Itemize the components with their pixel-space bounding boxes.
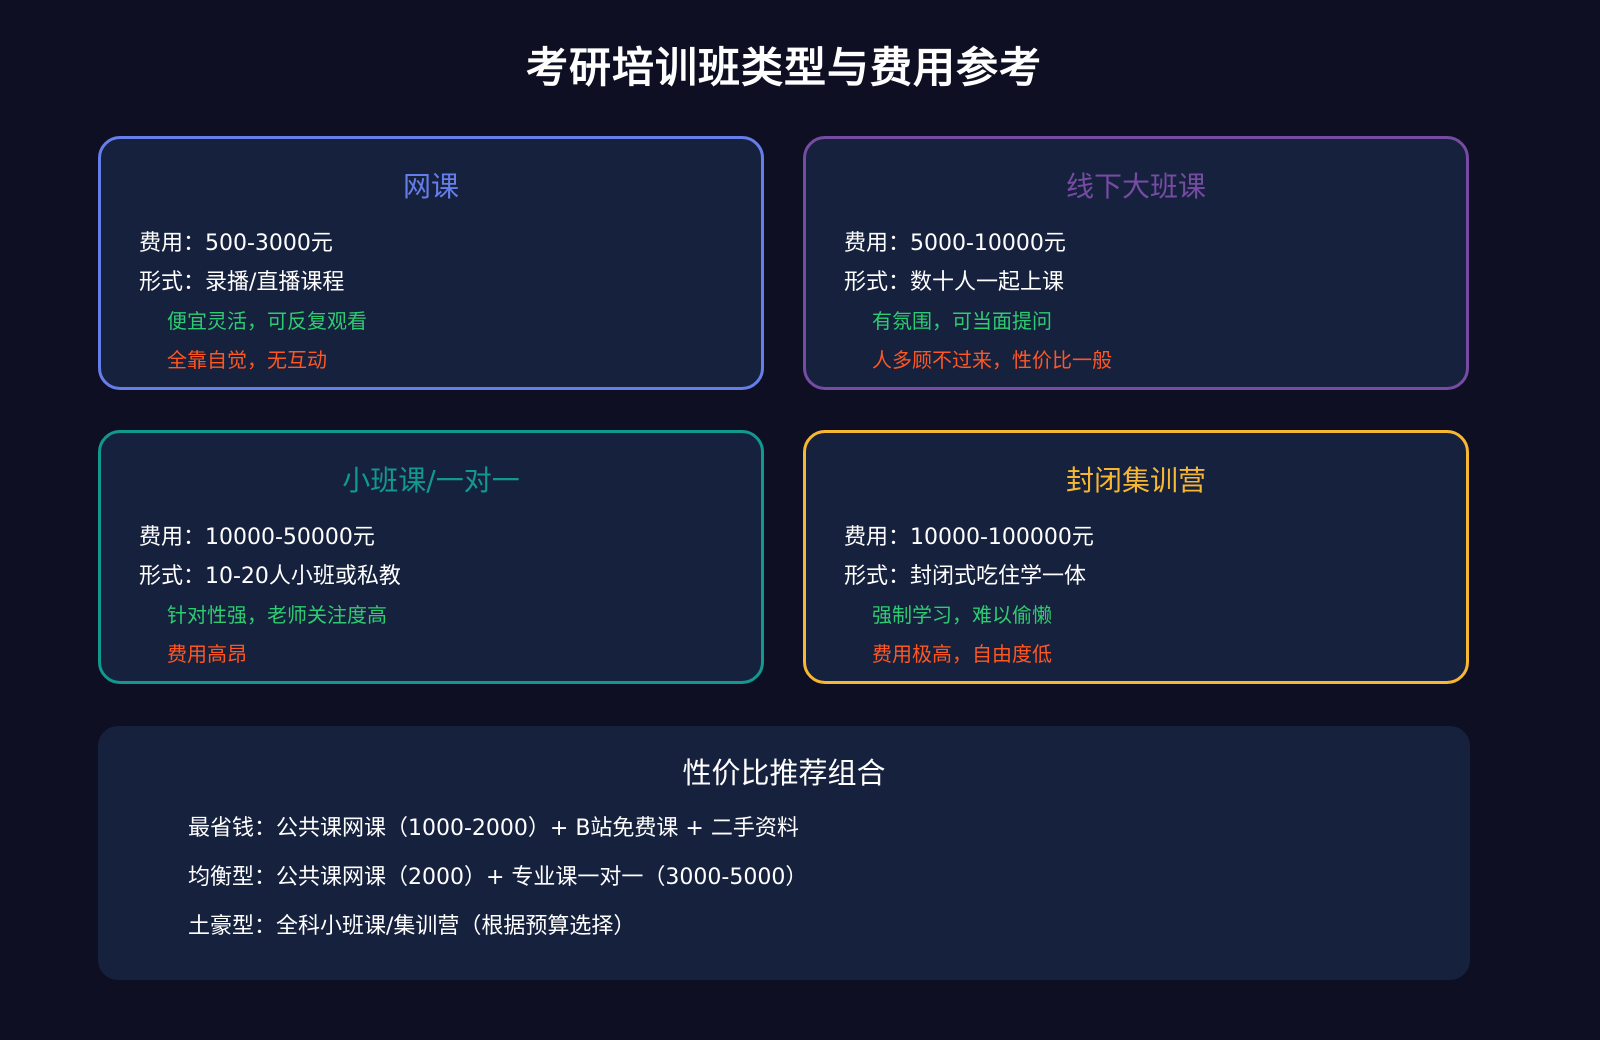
card-cost: 费用：5000-10000元	[844, 231, 1066, 256]
card-title: 小班课/一对一	[342, 464, 520, 497]
card-bootcamp: 封闭集训营 费用：10000-100000元 形式：封闭式吃住学一体 强制学习，…	[803, 430, 1469, 684]
card-title: 网课	[402, 170, 459, 203]
card-offline-large-class: 线下大班课 费用：5000-10000元 形式：数十人一起上课 有氛围，可当面提…	[803, 136, 1469, 390]
recommendation-balanced: 均衡型：公共课网课（2000）+ 专业课一对一（3000-5000）	[188, 865, 808, 890]
card-pro: 便宜灵活，可反复观看	[167, 309, 367, 333]
card-form: 形式：10-20人小班或私教	[139, 564, 401, 589]
card-cost: 费用：500-3000元	[139, 231, 333, 256]
card-title: 线下大班课	[1065, 170, 1206, 203]
card-pro: 有氛围，可当面提问	[872, 309, 1052, 333]
card-con: 全靠自觉，无互动	[167, 348, 327, 372]
card-form: 形式：录播/直播课程	[139, 270, 345, 295]
card-con: 人多顾不过来，性价比一般	[872, 348, 1112, 372]
recommendation-budget: 最省钱：公共课网课（1000-2000）+ B站免费课 + 二手资料	[188, 816, 799, 841]
card-online-course: 网课 费用：500-3000元 形式：录播/直播课程 便宜灵活，可反复观看 全靠…	[98, 136, 764, 390]
recommendation-panel: 性价比推荐组合 最省钱：公共课网课（1000-2000）+ B站免费课 + 二手…	[98, 726, 1470, 980]
card-cost: 费用：10000-100000元	[844, 525, 1094, 550]
card-pro: 针对性强，老师关注度高	[167, 603, 387, 627]
card-small-class: 小班课/一对一 费用：10000-50000元 形式：10-20人小班或私教 针…	[98, 430, 764, 684]
card-con: 费用高昂	[167, 642, 247, 666]
card-title: 封闭集训营	[1065, 464, 1206, 497]
card-form: 形式：封闭式吃住学一体	[844, 564, 1087, 589]
page-title: 考研培训班类型与费用参考	[525, 43, 1042, 92]
card-form: 形式：数十人一起上课	[844, 270, 1065, 295]
card-pro: 强制学习，难以偷懒	[872, 603, 1052, 627]
recommendation-premium: 土豪型：全科小班课/集训营（根据预算选择）	[188, 914, 636, 939]
card-con: 费用极高，自由度低	[872, 642, 1052, 666]
recommendation-title: 性价比推荐组合	[682, 756, 886, 790]
card-cost: 费用：10000-50000元	[139, 525, 375, 550]
